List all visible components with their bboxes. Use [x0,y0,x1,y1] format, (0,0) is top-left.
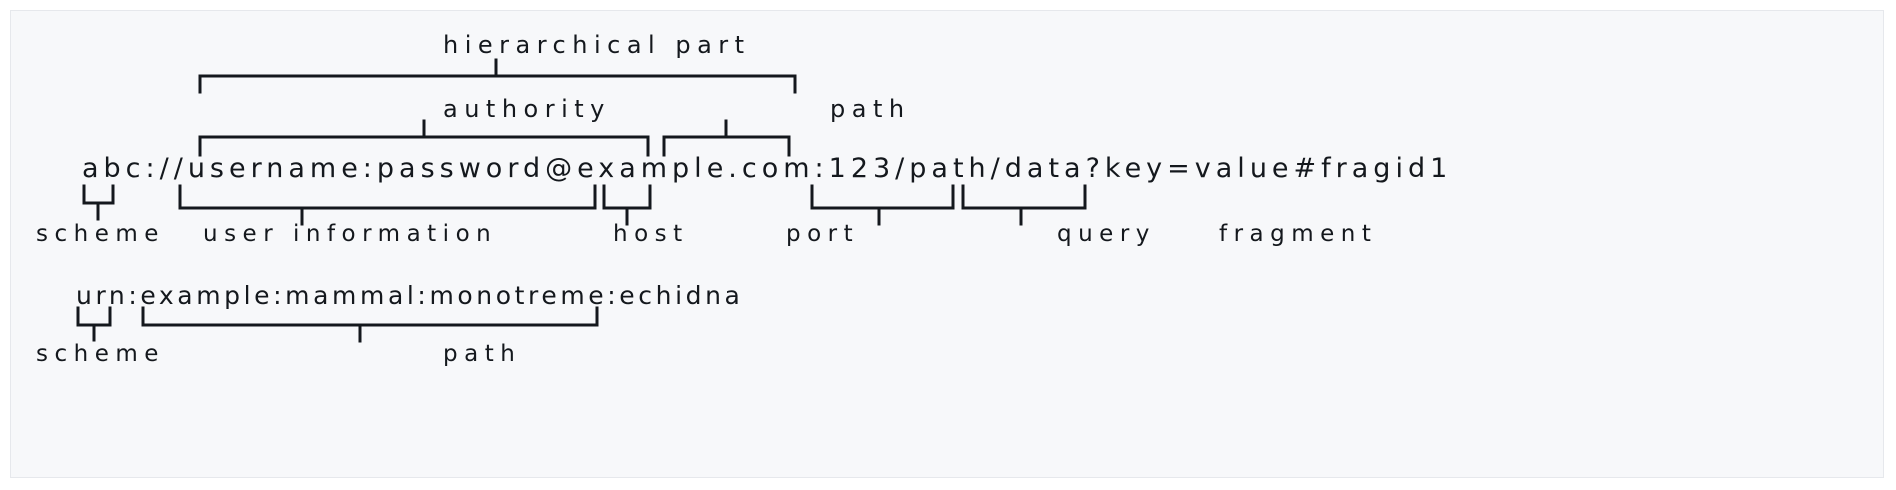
urn-string: urn:example:mammal:monotreme:echidna [76,281,744,310]
label-fragment: fragment [1219,221,1378,247]
label-urn-scheme: scheme [36,341,165,367]
label-port: port [786,221,860,247]
label-hierarchical-part: hierarchical part [443,31,751,59]
label-query: query [1057,221,1156,247]
label-user-information: user information [203,221,498,247]
label-host: host [613,221,689,247]
uri-string: abc://username:password@example.com:123/… [82,153,1453,184]
label-path-top: path [830,95,911,123]
label-urn-path: path [443,341,522,367]
label-authority: authority [443,95,611,123]
label-scheme: scheme [36,221,165,247]
